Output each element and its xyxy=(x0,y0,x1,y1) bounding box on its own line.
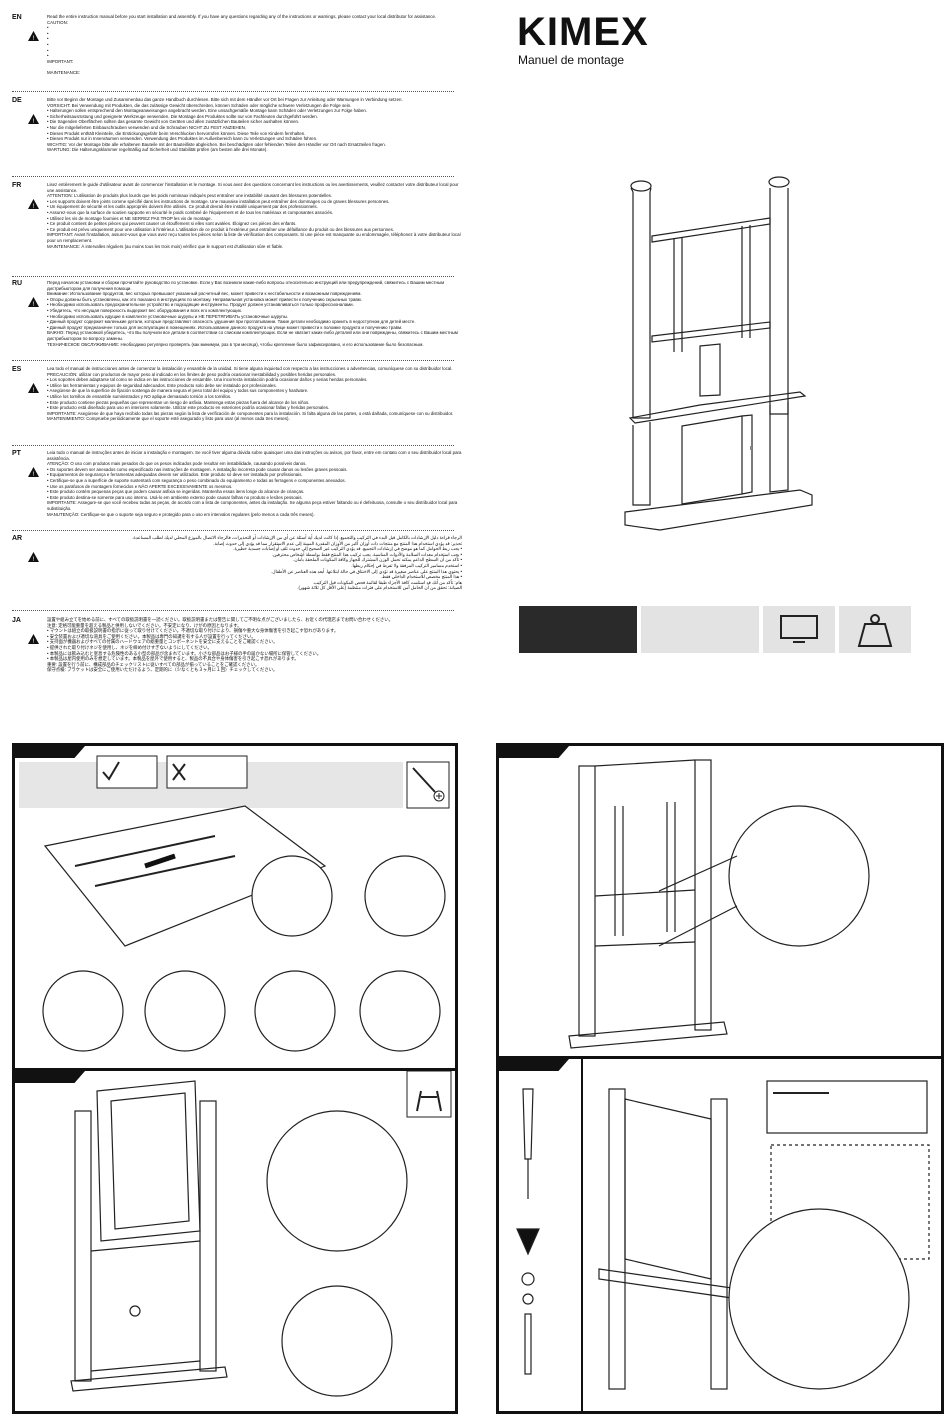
spec-cell-dark xyxy=(519,606,637,653)
lang-block-de: DE ! Bitte vor Beginn der Montage und Zu… xyxy=(12,97,452,175)
lang-code: AR xyxy=(12,535,23,542)
warning-icon: ! xyxy=(28,467,39,477)
svg-text:!: ! xyxy=(33,472,35,477)
lang-block-en: EN ! Read the entire instruction manual … xyxy=(12,14,452,90)
monitor-icon xyxy=(780,615,818,643)
warning-icon: ! xyxy=(28,297,39,307)
lang-code: EN xyxy=(12,14,22,21)
svg-text:!: ! xyxy=(33,204,35,209)
lang-text: Перед началом установки и сборки прочита… xyxy=(47,280,458,347)
step-1-illustration xyxy=(19,755,450,1052)
lang-code: FR xyxy=(12,182,22,189)
lang-text: Read the entire instruction manual befor… xyxy=(47,14,437,75)
svg-text:!: ! xyxy=(33,119,35,124)
spec-icons xyxy=(519,606,911,653)
spec-cell-blank xyxy=(641,606,759,653)
warning-icon: ! xyxy=(28,114,39,124)
svg-text:!: ! xyxy=(33,557,35,562)
warning-icon: ! xyxy=(28,31,39,41)
divider xyxy=(12,91,454,92)
lang-block-es: ES ! Lea todo el manual de instrucciones… xyxy=(12,366,453,444)
lang-block-ja: JA ! 設置や組み立てを始める前に、すべての取扱説明書を一読ください。取扱説明… xyxy=(12,617,452,701)
lang-text: الرجاء قراءة دليل الإرشادات بالكامل قبل … xyxy=(132,535,462,591)
lang-text: 設置や組み立てを始める前に、すべての取扱説明書を一読ください。取扱説明書または警… xyxy=(47,617,394,673)
step-panel-3 xyxy=(496,743,944,1059)
brand-logo: KIMEX xyxy=(517,10,649,54)
divider xyxy=(12,176,454,177)
lang-block-ru: RU ! Перед началом установки и сборки пр… xyxy=(12,280,458,360)
divider xyxy=(12,360,454,361)
step-number-tab xyxy=(499,1059,569,1071)
step-3-illustration xyxy=(568,759,870,1049)
lang-text: Leia todo o manual de instruções antes d… xyxy=(47,450,462,517)
step-panel-1 xyxy=(12,743,458,1071)
warning-icon: ! xyxy=(28,383,39,393)
step-4-illustration xyxy=(516,1080,930,1390)
divider xyxy=(12,610,454,611)
svg-text:!: ! xyxy=(33,36,35,41)
warning-icon: ! xyxy=(28,552,39,562)
spec-cell-monitor xyxy=(763,606,835,653)
lang-block-ar: AR ! الرجاء قراءة دليل الإرشادات بالكامل… xyxy=(12,535,462,609)
spec-cell-weight xyxy=(839,606,911,653)
lang-block-fr: FR ! Lisez entièrement le guide d'utilis… xyxy=(12,182,461,274)
weight-icon xyxy=(857,614,893,647)
step-number-tab xyxy=(15,1071,85,1083)
lang-code: PT xyxy=(12,450,21,457)
lang-text: Lea todo el manual de instrucciones ante… xyxy=(47,366,454,422)
step-number-tab xyxy=(15,746,85,758)
step-panel-2 xyxy=(12,1068,458,1414)
lang-block-pt: PT ! Leia todo o manual de instruções an… xyxy=(12,450,461,530)
step-number-tab xyxy=(499,746,569,758)
lang-code: RU xyxy=(12,280,23,287)
warning-icon: ! xyxy=(28,199,39,209)
lang-code: JA xyxy=(12,617,21,624)
lang-text: Bitte vor Beginn der Montage und Zusamme… xyxy=(47,97,403,153)
svg-text:!: ! xyxy=(33,388,35,393)
divider xyxy=(12,530,454,531)
warning-icon: ! xyxy=(28,634,39,644)
svg-text:!: ! xyxy=(33,639,35,644)
divider xyxy=(12,445,454,446)
manual-subtitle: Manuel de montage xyxy=(518,53,625,67)
lang-code: ES xyxy=(12,366,22,373)
svg-text:!: ! xyxy=(33,302,35,307)
step-2-illustration xyxy=(70,1071,452,1397)
step-panel-4 xyxy=(496,1056,944,1414)
lang-code: DE xyxy=(12,97,22,104)
divider xyxy=(12,276,454,277)
step-4-divider xyxy=(581,1059,583,1411)
lang-text: Lisez entièrement le guide d'utilisateur… xyxy=(47,182,461,249)
